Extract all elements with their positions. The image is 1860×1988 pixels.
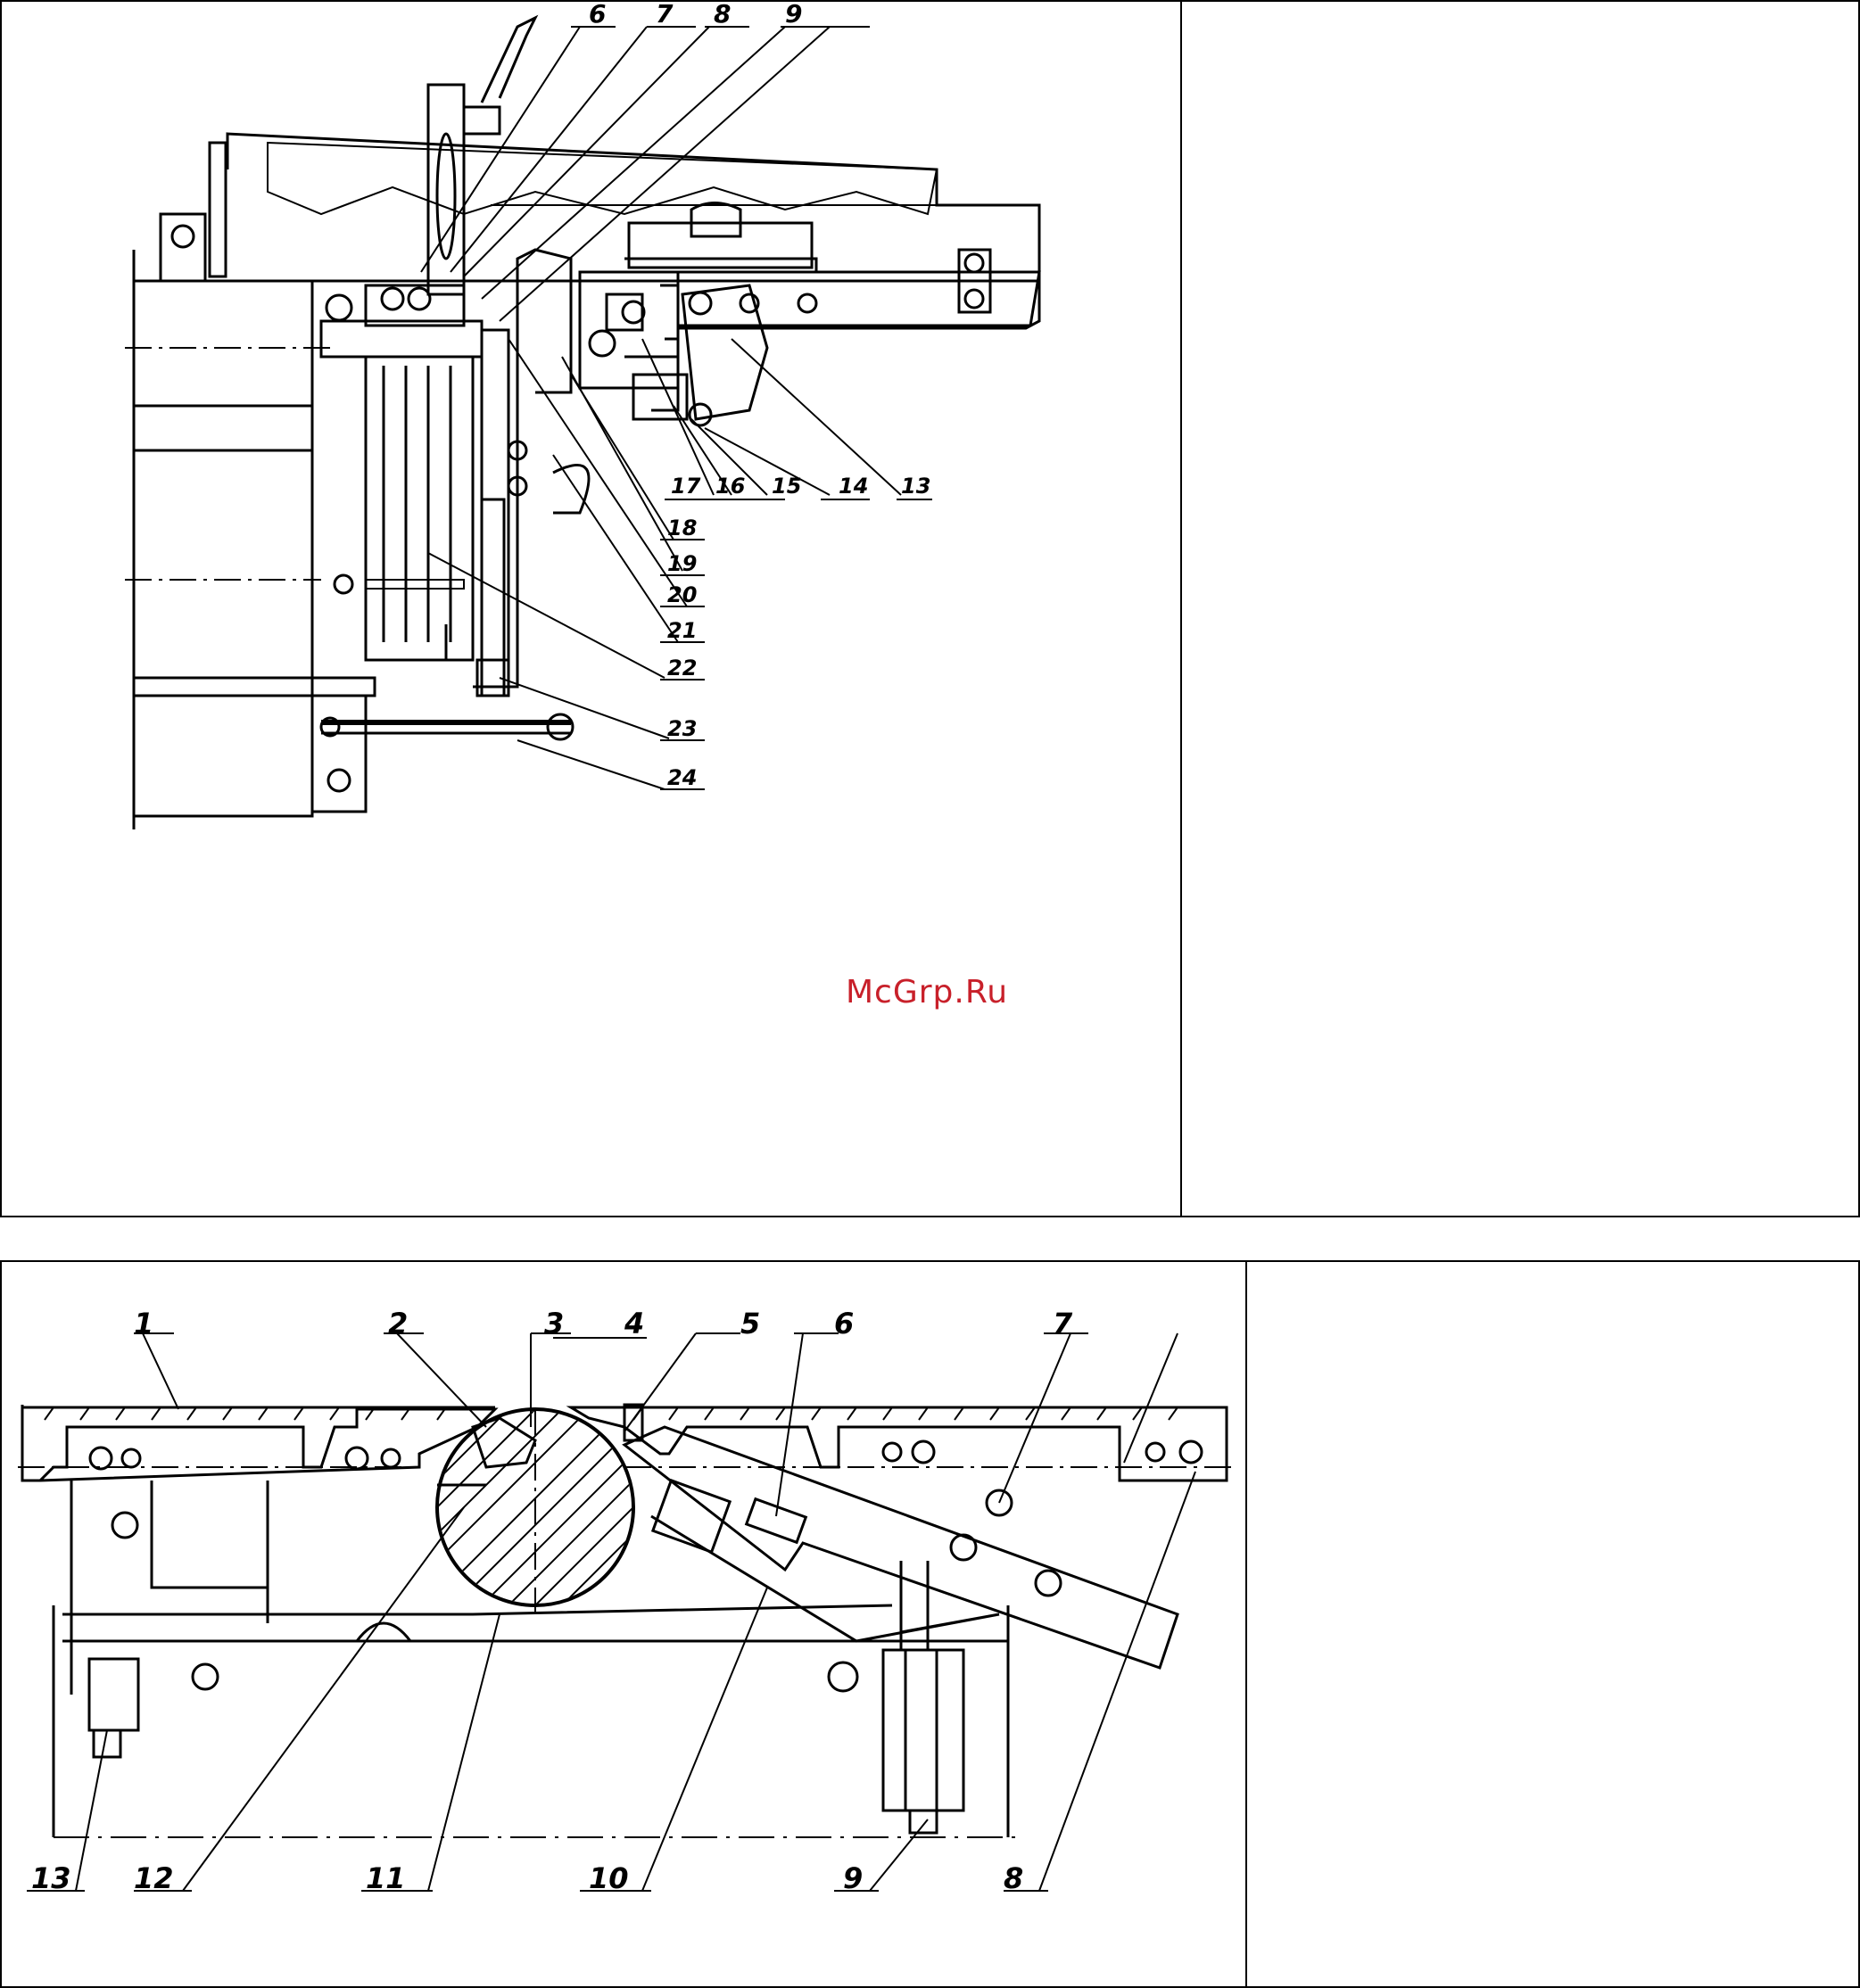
label-bottom-1: 1 [134,1307,153,1340]
label-bottom-10: 10 [589,1861,629,1895]
label-bottom-4: 4 [624,1307,644,1340]
label-bottom-13: 13 [31,1861,71,1895]
label-bottom-12: 12 [134,1861,174,1895]
label-bottom-8: 8 [1004,1861,1023,1895]
label-bottom-7: 7 [1053,1307,1073,1340]
label-bottom-2: 2 [388,1307,408,1340]
label-bottom-6: 6 [834,1307,854,1340]
label-bottom-11: 11 [366,1861,406,1895]
label-bottom-3: 3 [544,1307,564,1340]
label-bottom-5: 5 [740,1307,760,1340]
label-bottom-9: 9 [843,1861,863,1895]
